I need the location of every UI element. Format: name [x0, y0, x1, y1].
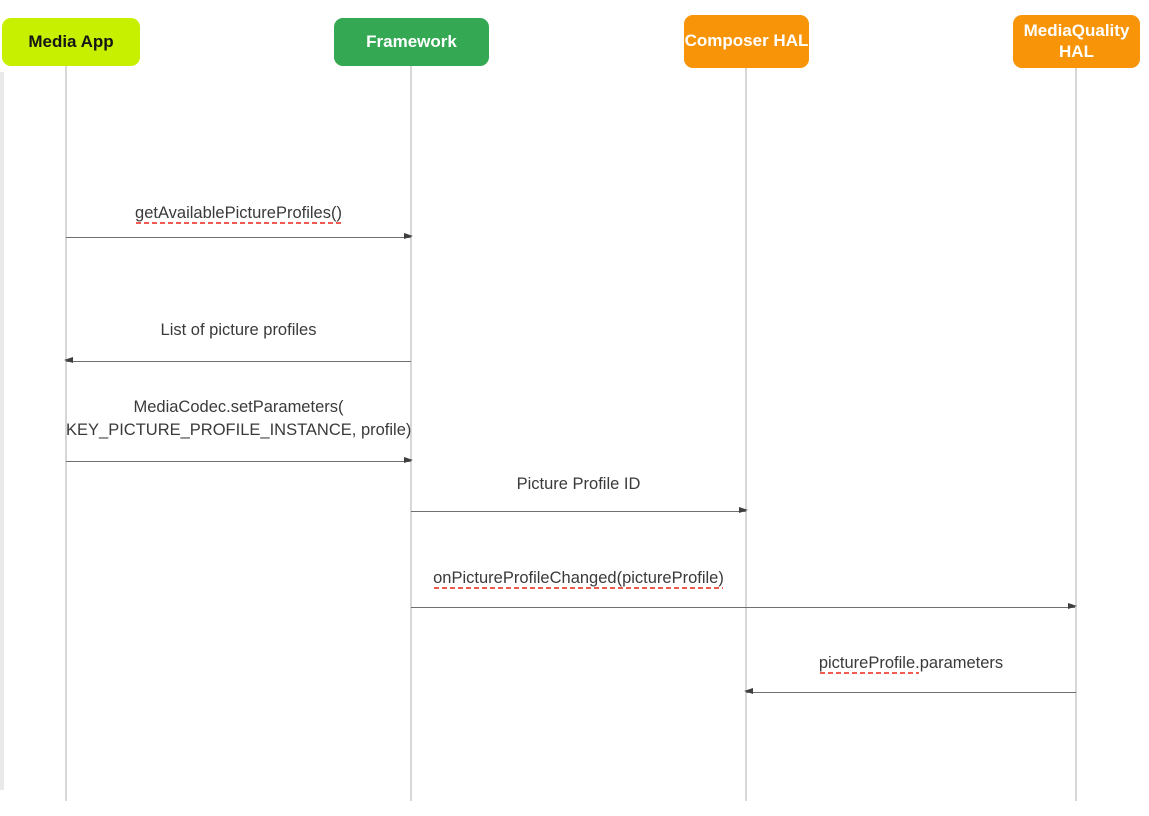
arrowhead-right-icon — [404, 233, 413, 239]
message-text-line2: KEY_PICTURE_PROFILE_INSTANCE, profile) — [66, 421, 412, 439]
canvas-edge-strip — [0, 72, 4, 790]
arrowhead-right-icon — [404, 457, 413, 463]
message-label-get-available-picture-profiles[interactable]: getAvailablePictureProfiles() — [66, 202, 411, 225]
lifeline-framework — [410, 66, 412, 801]
actor-box-composer-hal[interactable]: Composer HAL — [684, 15, 809, 68]
arrowhead-right-icon — [739, 507, 748, 513]
message-arrow-list-of-picture-profiles[interactable] — [64, 357, 411, 363]
message-text: onPictureProfileChanged(pictureProfile) — [433, 569, 724, 589]
actor-box-media-app[interactable]: Media App — [2, 18, 140, 66]
arrowhead-left-icon — [64, 357, 73, 363]
arrowhead-left-icon — [744, 688, 753, 694]
lifeline-media-app — [65, 66, 67, 801]
actor-box-mediaquality-hal[interactable]: MediaQuality HAL — [1013, 15, 1140, 68]
lifeline-mediaquality-hal — [1075, 68, 1077, 801]
message-text-flagged: pictureProfile. — [818, 654, 920, 674]
actor-label-framework: Framework — [366, 31, 457, 51]
actor-label-mediaquality-hal: MediaQuality HAL — [1023, 20, 1130, 61]
actor-label-media-app: Media App — [28, 31, 114, 51]
message-text: getAvailablePictureProfiles() — [135, 204, 342, 224]
message-label-picture-profile-id[interactable]: Picture Profile ID — [411, 473, 746, 496]
actor-box-framework[interactable]: Framework — [334, 18, 489, 66]
message-arrow-picture-profile-id[interactable] — [411, 507, 748, 513]
message-arrow-get-available-picture-profiles[interactable] — [66, 233, 413, 239]
message-text: List of picture profiles — [160, 321, 317, 339]
message-text-rest: parameters — [919, 654, 1004, 672]
message-text: Picture Profile ID — [516, 475, 641, 493]
lifeline-composer-hal — [745, 68, 747, 801]
message-label-list-of-picture-profiles[interactable]: List of picture profiles — [66, 319, 411, 342]
message-label-mediacodec-setparameters[interactable]: MediaCodec.setParameters( KEY_PICTURE_PR… — [66, 396, 411, 442]
arrowhead-right-icon — [1068, 603, 1077, 609]
message-label-picture-profile-parameters[interactable]: pictureProfile.parameters — [746, 652, 1076, 675]
message-arrow-mediacodec-setparameters[interactable] — [66, 457, 413, 463]
message-label-on-picture-profile-changed[interactable]: onPictureProfileChanged(pictureProfile) — [411, 567, 746, 590]
message-text-line1: MediaCodec.setParameters( — [133, 398, 344, 416]
actor-label-composer-hal: Composer HAL — [684, 31, 809, 51]
message-arrow-on-picture-profile-changed[interactable] — [411, 603, 1077, 609]
message-arrow-picture-profile-parameters[interactable] — [744, 688, 1076, 694]
